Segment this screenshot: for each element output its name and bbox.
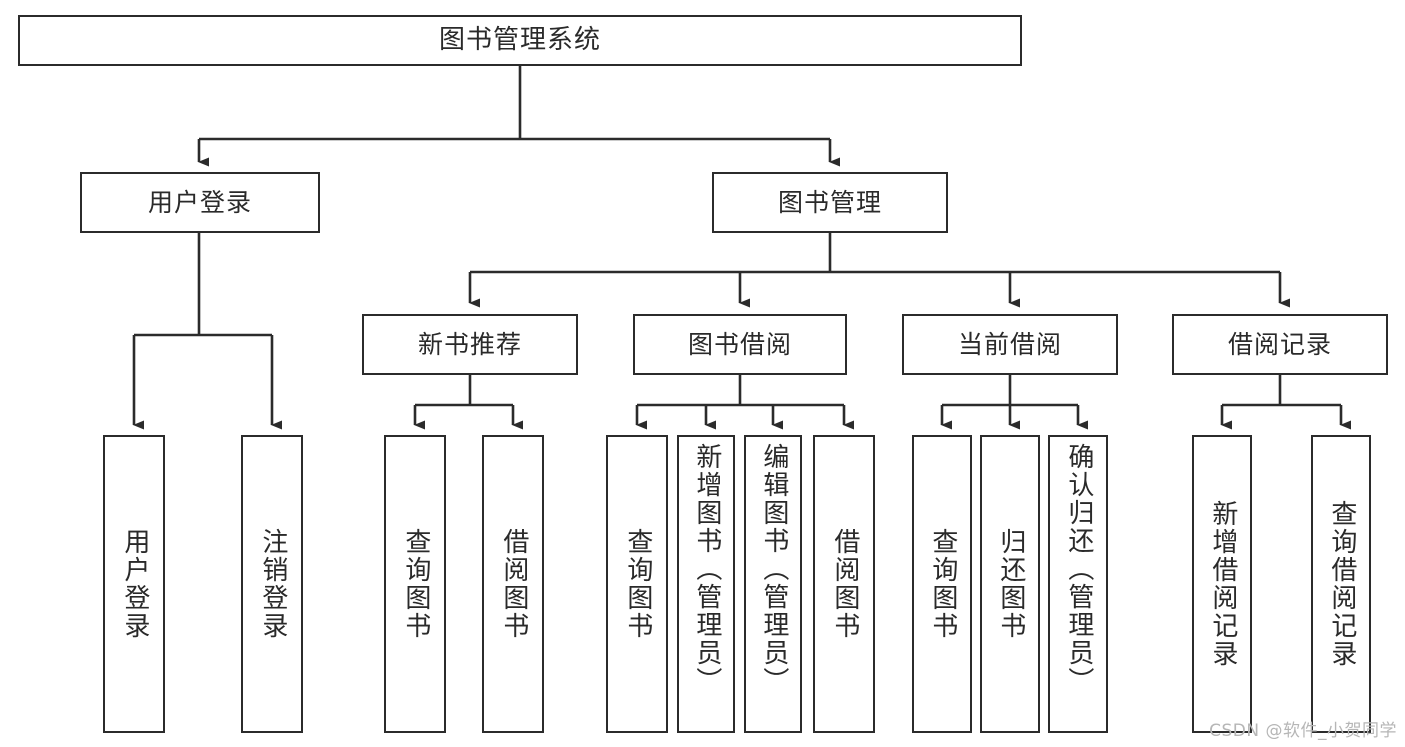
node-book-management[interactable]: 图书管理 <box>712 172 948 233</box>
node-label: 借阅图书 <box>829 528 860 640</box>
leaf-user-login-signout[interactable]: 注销登录 <box>241 435 303 733</box>
leaf-record-query-record[interactable]: 查询借阅记录 <box>1311 435 1371 733</box>
node-current-borrow[interactable]: 当前借阅 <box>902 314 1118 375</box>
node-label: 归还图书 <box>995 528 1026 640</box>
leaf-borrow-edit-book-admin[interactable]: 编辑图书（管理员） <box>744 435 802 733</box>
node-label: 新增图书（管理员） <box>691 443 722 695</box>
vertical-text-wrap: 归还图书 <box>982 437 1038 731</box>
node-label: 新书推荐 <box>417 329 522 359</box>
node-borrow-record[interactable]: 借阅记录 <box>1172 314 1388 375</box>
node-label: 图书管理 <box>777 187 882 217</box>
node-label: 查询借阅记录 <box>1326 500 1357 668</box>
vertical-text-wrap: 查询图书 <box>608 437 666 731</box>
leaf-current-confirm-return-admin[interactable]: 确认归还（管理员） <box>1048 435 1108 733</box>
node-label: 借阅图书 <box>498 528 529 640</box>
vertical-text-wrap: 查询图书 <box>914 437 970 731</box>
node-label: 图书借阅 <box>687 329 792 359</box>
vertical-text-wrap: 借阅图书 <box>815 437 873 731</box>
node-label: 图书管理系统 <box>438 25 601 56</box>
vertical-text-wrap: 借阅图书 <box>484 437 542 731</box>
vertical-text-wrap: 编辑图书（管理员） <box>746 437 800 731</box>
node-label: 查询图书 <box>927 528 958 640</box>
leaf-recommend-borrow-book[interactable]: 借阅图书 <box>482 435 544 733</box>
vertical-text-wrap: 查询借阅记录 <box>1313 437 1369 731</box>
node-label: 借阅记录 <box>1227 329 1332 359</box>
leaf-current-query-book[interactable]: 查询图书 <box>912 435 972 733</box>
leaf-borrow-borrow-book[interactable]: 借阅图书 <box>813 435 875 733</box>
vertical-text-wrap: 确认归还（管理员） <box>1050 437 1106 731</box>
leaf-user-login-signin[interactable]: 用户登录 <box>103 435 165 733</box>
node-label: 用户登录 <box>147 187 252 217</box>
node-label: 确认归还（管理员） <box>1063 443 1094 695</box>
vertical-text-wrap: 查询图书 <box>386 437 444 731</box>
node-label: 查询图书 <box>400 528 431 640</box>
node-label: 用户登录 <box>119 528 150 640</box>
leaf-borrow-add-book-admin[interactable]: 新增图书（管理员） <box>677 435 735 733</box>
node-label: 编辑图书（管理员） <box>758 443 789 695</box>
leaf-borrow-query-book[interactable]: 查询图书 <box>606 435 668 733</box>
leaf-recommend-query-book[interactable]: 查询图书 <box>384 435 446 733</box>
node-label: 新增借阅记录 <box>1207 500 1238 668</box>
vertical-text-wrap: 用户登录 <box>105 437 163 731</box>
vertical-text-wrap: 新增借阅记录 <box>1194 437 1250 731</box>
node-user-login[interactable]: 用户登录 <box>80 172 320 233</box>
node-label: 当前借阅 <box>957 329 1062 359</box>
node-label: 查询图书 <box>622 528 653 640</box>
vertical-text-wrap: 注销登录 <box>243 437 301 731</box>
node-book-borrow[interactable]: 图书借阅 <box>633 314 847 375</box>
leaf-current-return-book[interactable]: 归还图书 <box>980 435 1040 733</box>
leaf-record-add-record[interactable]: 新增借阅记录 <box>1192 435 1252 733</box>
node-root-system[interactable]: 图书管理系统 <box>18 15 1022 66</box>
node-label: 注销登录 <box>257 528 288 640</box>
vertical-text-wrap: 新增图书（管理员） <box>679 437 733 731</box>
watermark-text: CSDN @软件_小贺同学 <box>1209 721 1397 741</box>
node-new-book-recommend[interactable]: 新书推荐 <box>362 314 578 375</box>
